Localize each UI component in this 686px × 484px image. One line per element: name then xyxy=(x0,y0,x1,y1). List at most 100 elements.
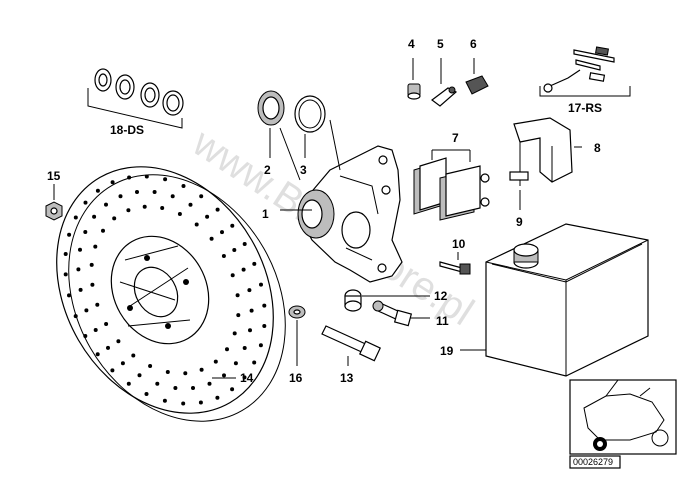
callout-6: 6 xyxy=(470,37,477,51)
disc-hole xyxy=(93,244,98,249)
callout-2: 2 xyxy=(264,163,271,177)
disc-hole xyxy=(209,236,214,241)
disc-hole xyxy=(262,303,267,308)
disc-hole xyxy=(194,222,199,227)
disc-hole xyxy=(165,370,170,374)
bleed-cap-part-6[interactable] xyxy=(465,75,489,95)
disc-hole xyxy=(191,386,195,390)
disc-hole xyxy=(215,207,220,212)
disc-hole xyxy=(213,359,218,364)
disc-hole xyxy=(84,308,89,313)
seal-set-18-ds[interactable] xyxy=(87,68,184,129)
disc-hole xyxy=(95,302,100,307)
disc-hole xyxy=(160,206,165,210)
callout-4: 4 xyxy=(408,37,415,51)
callout-1: 1 xyxy=(262,207,269,221)
disc-hole xyxy=(144,174,149,179)
disc-hole xyxy=(116,339,121,344)
disc-hole xyxy=(90,282,95,287)
callout-15: 15 xyxy=(47,169,61,183)
reference-number: 00026279 xyxy=(573,457,613,467)
disc-hole xyxy=(233,361,238,366)
disc-hole xyxy=(131,353,136,358)
brake-disc[interactable] xyxy=(13,127,328,460)
disc-hole xyxy=(95,352,100,357)
callout-19: 19 xyxy=(440,344,454,358)
disc-hole xyxy=(126,208,131,213)
disc-hole xyxy=(207,381,212,386)
disc-hole xyxy=(242,242,247,246)
disc-hole xyxy=(67,293,71,298)
disc-hole xyxy=(104,322,109,326)
disc-hole xyxy=(252,360,257,365)
disc-hole xyxy=(148,364,153,368)
disc-hole xyxy=(236,313,241,318)
motorcycle-inset: 00026279 xyxy=(569,379,677,469)
clip-part-8[interactable] xyxy=(509,117,573,186)
disc-hole xyxy=(137,373,142,378)
disc-hole xyxy=(242,375,247,380)
disc-hole xyxy=(155,381,160,386)
disc-hole xyxy=(120,361,125,366)
bolt-part-13[interactable] xyxy=(321,325,382,362)
disc-hole xyxy=(110,180,115,185)
disc-hole xyxy=(232,248,237,252)
disc-hole xyxy=(249,308,254,313)
disc-hole xyxy=(126,381,131,386)
disc-hole xyxy=(73,314,78,319)
bolt-part-11[interactable] xyxy=(372,300,413,327)
bleed-valve-part-5[interactable] xyxy=(431,86,458,107)
disc-hole xyxy=(78,287,83,292)
disc-hole xyxy=(259,282,263,287)
disc-hole xyxy=(170,194,175,199)
bolt-part-10[interactable] xyxy=(439,261,471,275)
disc-hole xyxy=(63,252,68,256)
callout-12: 12 xyxy=(434,289,448,303)
nut-part-15[interactable] xyxy=(45,201,63,221)
disc-hole xyxy=(242,346,247,350)
disc-hole xyxy=(83,200,88,205)
brake-fluid-can[interactable] xyxy=(485,223,649,377)
disc-hole xyxy=(93,328,98,332)
disc-hole xyxy=(205,214,210,219)
disc-hole xyxy=(127,175,132,180)
disc-hole xyxy=(83,230,88,234)
disc-hole xyxy=(198,400,203,405)
disc-hole xyxy=(181,401,186,406)
disc-hole xyxy=(89,262,94,267)
disc-hole xyxy=(177,212,182,216)
disc-holes xyxy=(63,174,267,406)
disc-hole xyxy=(199,194,204,199)
callout-17-rs: 17-RS xyxy=(568,101,602,115)
disc-hole xyxy=(83,334,88,338)
disc-hole xyxy=(142,204,147,209)
leader-lines xyxy=(53,58,582,379)
disc-hole xyxy=(230,273,235,278)
disc-hole xyxy=(241,267,246,272)
brake-caliper[interactable] xyxy=(297,145,403,283)
callout-11: 11 xyxy=(436,314,449,328)
callout-3: 3 xyxy=(300,163,307,177)
disc-hole xyxy=(78,247,82,252)
disc-hole xyxy=(162,398,167,403)
brake-pads-part-7[interactable] xyxy=(413,149,490,221)
callout-16: 16 xyxy=(289,371,303,385)
nut-part-12[interactable] xyxy=(344,289,362,312)
callout-13: 13 xyxy=(340,371,354,385)
disc-hole xyxy=(181,184,186,188)
piston-part-2[interactable] xyxy=(257,90,285,126)
disc-hole xyxy=(76,267,81,272)
callout-14: 14 xyxy=(240,371,254,385)
callout-18-ds: 18-DS xyxy=(110,123,144,137)
callout-8: 8 xyxy=(594,141,601,155)
disc-hole xyxy=(118,194,123,199)
pin-set-17-rs[interactable] xyxy=(539,46,631,97)
washer-part-16[interactable] xyxy=(288,305,306,319)
callout-9: 9 xyxy=(516,215,523,229)
dust-ring-part-3[interactable] xyxy=(294,95,326,133)
disc-hole xyxy=(232,331,237,336)
callout-5: 5 xyxy=(437,37,444,51)
disc-hole xyxy=(95,188,100,193)
disc-hole xyxy=(110,368,115,373)
cap-part-4[interactable] xyxy=(407,83,421,100)
